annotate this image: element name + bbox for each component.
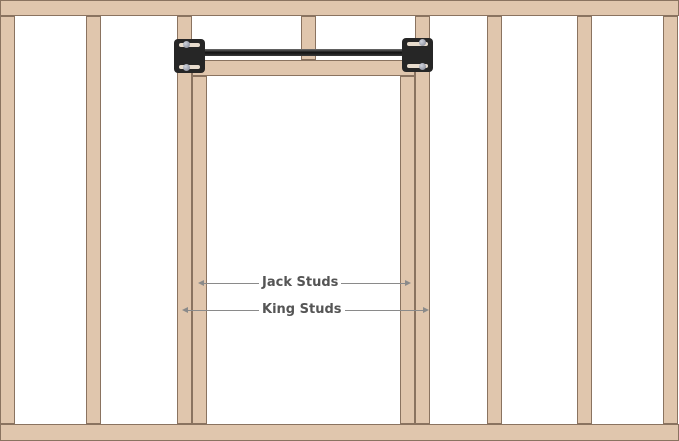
screw-icon (419, 63, 426, 70)
screw-icon (183, 64, 190, 71)
arrowhead-left-icon (198, 280, 204, 286)
arrowhead-right-icon (405, 280, 411, 286)
stud (663, 16, 678, 424)
king-studs-label: King Studs (259, 302, 345, 318)
arrowhead-left-icon (182, 307, 188, 313)
stud (0, 16, 15, 424)
mounting-bracket-right (402, 38, 433, 72)
pull-up-bar (186, 49, 430, 56)
screw-icon (183, 41, 190, 48)
stud (487, 16, 502, 424)
top-plate (0, 0, 679, 16)
king-stud-right (415, 16, 430, 424)
jack-stud-right (400, 76, 415, 424)
stud (577, 16, 592, 424)
header (192, 60, 415, 76)
bottom-plate (0, 424, 679, 441)
mounting-bracket-left (174, 39, 205, 73)
arrowhead-right-icon (423, 307, 429, 313)
jack-stud-left (192, 76, 207, 424)
screw-icon (419, 39, 426, 46)
king-stud-left (177, 16, 192, 424)
stud (86, 16, 101, 424)
jack-studs-label: Jack Studs (259, 275, 342, 291)
